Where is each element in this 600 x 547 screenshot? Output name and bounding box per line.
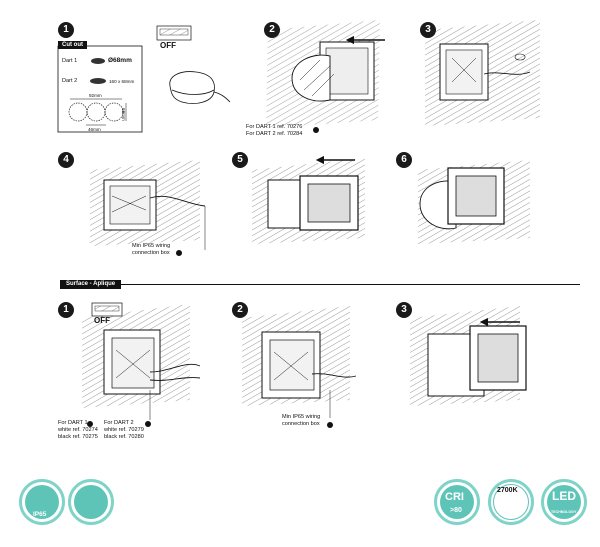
- step5-wall: [252, 155, 365, 244]
- step-number-bottom-2: 2: [232, 302, 248, 318]
- power-switch-icon: [156, 25, 192, 41]
- step4-wall: [90, 160, 206, 250]
- step4-ref-line2: connection box: [132, 250, 170, 256]
- step-number-top-4: 4: [58, 152, 74, 168]
- step-number-top-5: 5: [232, 152, 248, 168]
- bottom3-wall: [410, 306, 527, 406]
- led-badge: LED TECHNOLOGY: [541, 479, 587, 525]
- bottom1-off-label: OFF: [94, 316, 110, 325]
- step-number-top-3: 3: [420, 22, 436, 38]
- bottom1-a-line2: white ref. 70274: [58, 427, 98, 433]
- step2-ref-line2: For DART 2 ref. 70284: [246, 131, 303, 137]
- bottom1-switch-icon: [91, 302, 123, 317]
- bottom2-line2: connection box: [282, 421, 320, 427]
- bottom1-b-line2: white ref. 70279: [104, 427, 144, 433]
- kelvin-label: 2700K: [497, 487, 518, 494]
- dart2-label: Dart 2: [62, 78, 78, 84]
- cutout-panel: [57, 45, 143, 133]
- dart1-label: Dart 1: [62, 58, 78, 64]
- bottom1-a-line1: For DART 1: [58, 420, 88, 426]
- step-number-top-1: 1: [58, 22, 74, 38]
- led-sub: TECHNOLOGY: [551, 510, 577, 514]
- cutout-title: Cut out: [58, 41, 87, 49]
- ip65-label: IP65: [33, 511, 47, 518]
- off-label: OFF: [160, 41, 176, 50]
- step6-wall: [418, 160, 530, 244]
- bottom1-wall: [82, 304, 201, 420]
- section-divider: [60, 284, 580, 285]
- cri-badge: CRI >80: [434, 479, 480, 525]
- dart1-size: Ø68mm: [108, 57, 132, 64]
- bottom1-b-line1: For DART 2: [104, 420, 134, 426]
- cri-value: >80: [450, 507, 462, 514]
- dart2-size: 160 x 68mm: [109, 79, 135, 84]
- bottom2-wall: [242, 306, 357, 418]
- step-number-bottom-3: 3: [396, 302, 412, 318]
- section-label: Surface - Aplique: [60, 280, 122, 289]
- dim-68: 68mm: [121, 108, 126, 121]
- step4-ref-line1: Min IP65 wiring: [132, 243, 171, 249]
- bottom2-line1: Min IP65 wiring: [282, 414, 321, 420]
- step2-ref-line1: For DART 1 ref. 70276: [246, 124, 303, 130]
- dim-92: 92mm: [89, 93, 102, 98]
- step-number-top-2: 2: [264, 22, 280, 38]
- led-label: LED: [552, 489, 576, 503]
- color-temp-badge: 2700K: [488, 479, 534, 525]
- no-symbol-icon: [87, 127, 333, 428]
- bottom1-b-line3: black ref. 70280: [104, 434, 144, 440]
- spotlight-badge: [68, 479, 114, 525]
- step3-wall: [425, 20, 540, 126]
- ip65-badge: IP65: [19, 479, 65, 525]
- cri-label: CRI: [445, 491, 464, 503]
- step-number-top-6: 6: [396, 152, 412, 168]
- dim-46: 46mm: [88, 127, 101, 132]
- driver-unit-icon: [169, 71, 231, 104]
- bottom1-a-line3: black ref. 70275: [58, 434, 98, 440]
- step-number-bottom-1: 1: [58, 302, 74, 318]
- step2-wall: [266, 20, 385, 128]
